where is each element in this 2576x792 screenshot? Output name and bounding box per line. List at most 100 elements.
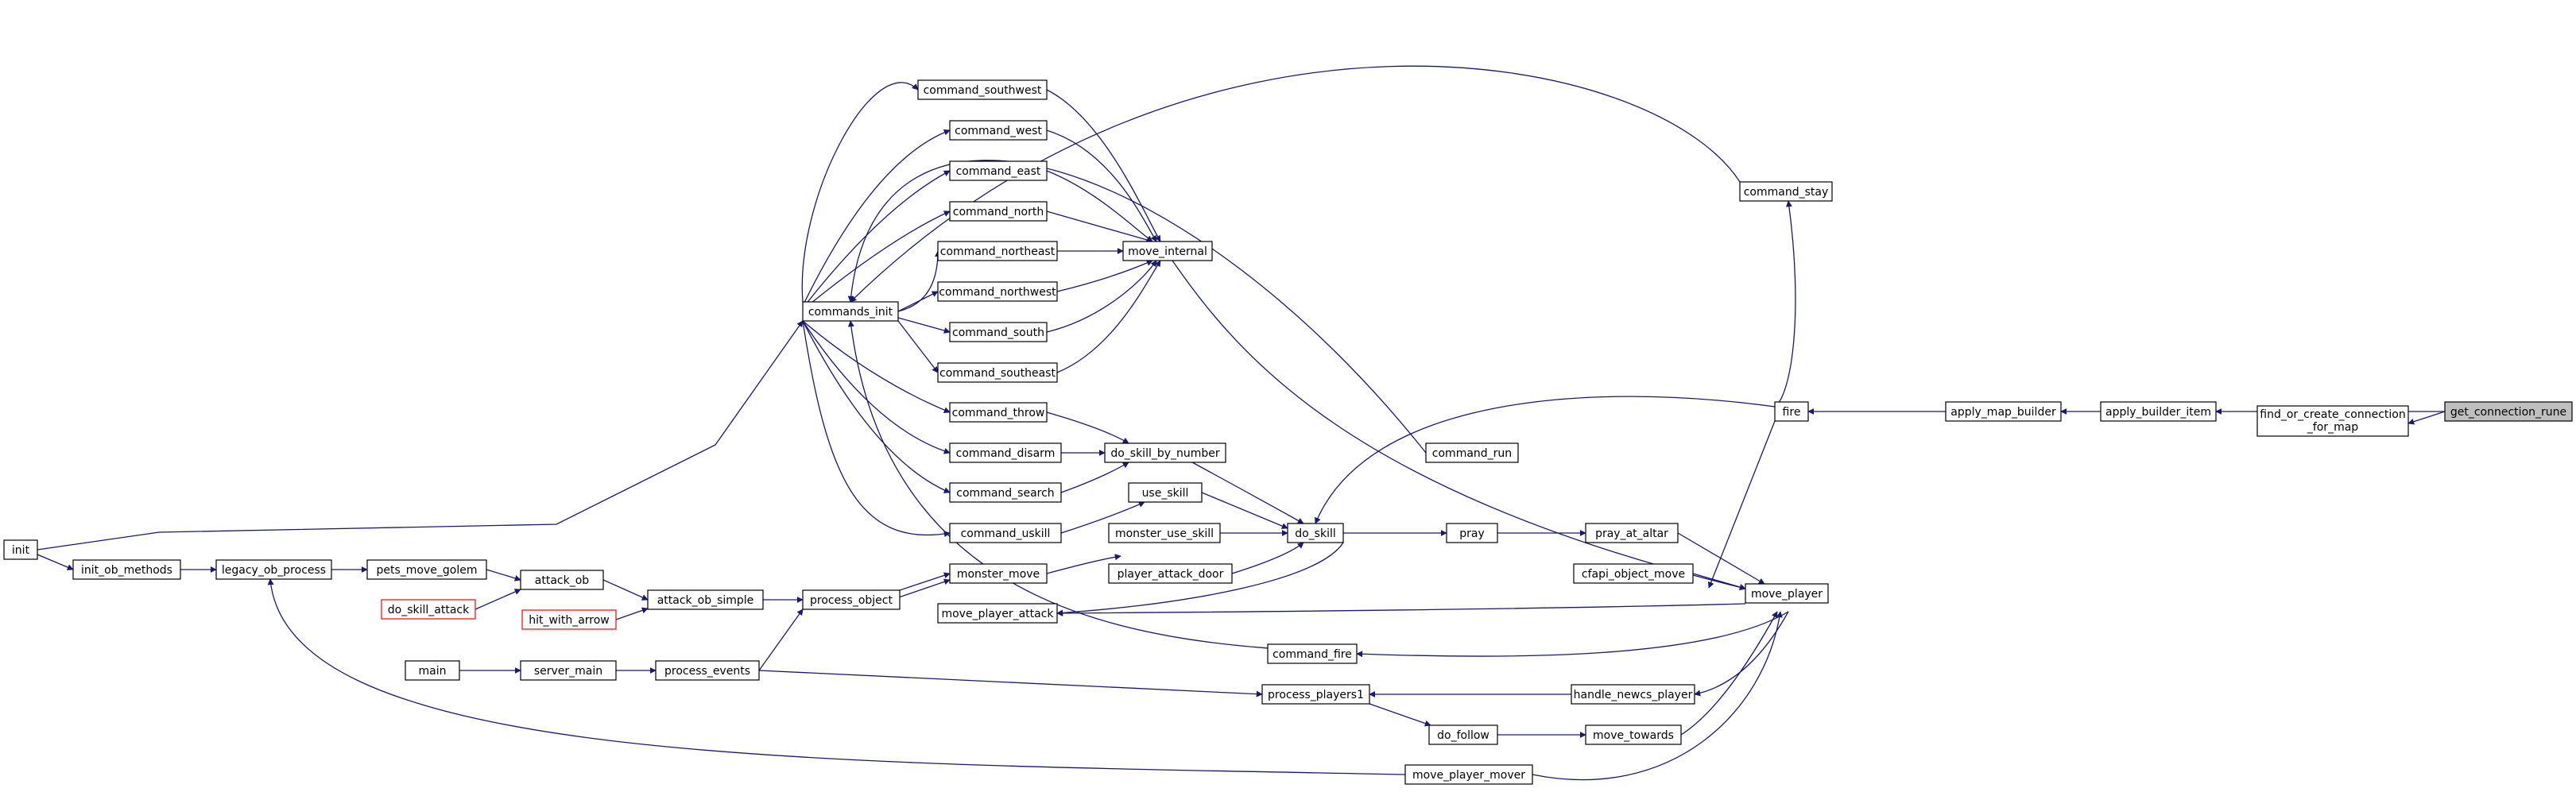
- node-attack-ob[interactable]: attack_ob: [520, 570, 604, 590]
- node-label: command_west: [955, 125, 1042, 137]
- call-edge: [1056, 542, 1344, 616]
- node-command-stay[interactable]: command_stay: [1739, 181, 1833, 202]
- node-label: find_or_create_connection: [2260, 408, 2405, 421]
- node-init-ob-methods[interactable]: init_ob_methods: [72, 559, 181, 580]
- node-label: move_player_attack: [941, 608, 1054, 620]
- call-edge: [1056, 260, 1161, 373]
- node-use-skill[interactable]: use_skill: [1128, 482, 1203, 503]
- node-label: player_attack_door: [1118, 568, 1224, 581]
- node-label: do_skill_attack: [388, 604, 470, 616]
- node-box: [520, 570, 604, 590]
- node-command-south[interactable]: command_south: [949, 322, 1048, 342]
- node-command-southeast[interactable]: command_southeast: [937, 362, 1058, 383]
- node-box: [949, 201, 1048, 222]
- call-edge: [615, 607, 649, 620]
- node-find-or-create-connection-for-map[interactable]: find_or_create_connection_for_map: [2256, 405, 2409, 437]
- node-process-events[interactable]: process_events: [655, 660, 760, 681]
- node-do-follow[interactable]: do_follow: [1428, 724, 1498, 745]
- node-box: [917, 79, 1048, 100]
- node-box: [2256, 405, 2409, 437]
- node-label: command_south: [952, 326, 1044, 339]
- node-label: command_northeast: [940, 245, 1056, 258]
- call-edge: [1201, 492, 1288, 529]
- node-get-connection-rune[interactable]: get_connection_rune: [2444, 401, 2573, 422]
- node-label: legacy_ob_process: [222, 564, 326, 577]
- node-label: apply_builder_item: [2105, 406, 2211, 419]
- node-label: command_uskill: [961, 527, 1051, 540]
- node-label: command_east: [956, 165, 1041, 178]
- node-hit-with-arrow[interactable]: hit_with_arrow: [521, 609, 617, 630]
- node-label: attack_ob: [535, 574, 590, 587]
- node-label: command_southwest: [924, 84, 1042, 97]
- node-box: [949, 563, 1048, 584]
- call-edge: [1056, 260, 1153, 292]
- node-attack-ob-simple[interactable]: attack_ob_simple: [647, 589, 764, 610]
- node-command-north[interactable]: command_north: [949, 201, 1048, 222]
- node-fire[interactable]: fire: [1774, 401, 1809, 422]
- node-box: [1425, 442, 1519, 463]
- node-label: hit_with_arrow: [529, 614, 610, 627]
- node-player-attack-door[interactable]: player_attack_door: [1108, 563, 1233, 584]
- node-command-fire[interactable]: command_fire: [1267, 643, 1358, 664]
- node-process-players1[interactable]: process_players1: [1261, 684, 1370, 705]
- node-box: [1446, 523, 1498, 543]
- node-move-player-attack[interactable]: move_player_attack: [937, 603, 1058, 624]
- node-pets-move-golem[interactable]: pets_move_golem: [366, 559, 487, 580]
- node-command-disarm[interactable]: command_disarm: [949, 442, 1062, 463]
- node-command-west[interactable]: command_west: [949, 120, 1048, 141]
- node-do-skill-by-number[interactable]: do_skill_by_number: [1104, 442, 1226, 463]
- edges: [37, 65, 2446, 781]
- node-box: [937, 603, 1058, 624]
- node-move-player-mover[interactable]: move_player_mover: [1404, 764, 1533, 785]
- node-box: [949, 120, 1048, 141]
- node-command-east[interactable]: command_east: [949, 160, 1048, 181]
- call-edge: [801, 82, 919, 303]
- node-command-northeast[interactable]: command_northeast: [937, 241, 1058, 261]
- node-main[interactable]: main: [405, 660, 460, 681]
- node-label: process_events: [664, 665, 750, 678]
- node-box: [1573, 563, 1694, 584]
- node-box: [949, 160, 1048, 181]
- call-edge: [1356, 611, 1789, 658]
- node-box: [1287, 523, 1344, 543]
- node-command-throw[interactable]: command_throw: [949, 402, 1048, 423]
- node-box: [521, 609, 617, 630]
- call-edge: [267, 578, 1406, 775]
- call-edge: [897, 291, 939, 312]
- node-box: [949, 482, 1062, 503]
- node-move-towards[interactable]: move_towards: [1585, 724, 1682, 745]
- node-pray[interactable]: pray: [1446, 523, 1498, 543]
- call-edge: [802, 129, 951, 307]
- call-edge: [2407, 411, 2446, 425]
- node-box: [937, 241, 1058, 261]
- node-apply-builder-item[interactable]: apply_builder_item: [2100, 401, 2217, 422]
- node-handle-newcs-player[interactable]: handle_newcs_player: [1571, 684, 1695, 705]
- call-edge: [850, 65, 1741, 303]
- node-command-run[interactable]: command_run: [1425, 442, 1519, 463]
- node-move-player[interactable]: move_player: [1745, 583, 1829, 604]
- node-command-search[interactable]: command_search: [949, 482, 1062, 503]
- node-command-uskill[interactable]: command_uskill: [949, 523, 1062, 543]
- node-init[interactable]: init: [3, 539, 38, 560]
- node-apply-map-builder[interactable]: apply_map_builder: [1945, 401, 2062, 422]
- node-monster-use-skill[interactable]: monster_use_skill: [1108, 523, 1221, 543]
- node-command-northwest[interactable]: command_northwest: [937, 281, 1058, 302]
- node-do-skill[interactable]: do_skill: [1287, 523, 1344, 543]
- node-move-internal[interactable]: move_internal: [1122, 241, 1213, 261]
- node-do-skill-attack[interactable]: do_skill_attack: [381, 599, 476, 620]
- node-server-main[interactable]: server_main: [520, 660, 617, 681]
- node-process-object[interactable]: process_object: [802, 589, 901, 610]
- node-command-southwest[interactable]: command_southwest: [917, 79, 1048, 100]
- node-legacy-ob-process[interactable]: legacy_ob_process: [215, 559, 332, 580]
- call-edge: [1774, 200, 1796, 408]
- node-pray-at-altar[interactable]: pray_at_altar: [1585, 523, 1679, 543]
- node-commands-init[interactable]: commands_init: [802, 301, 899, 322]
- node-label: process_object: [810, 594, 893, 607]
- call-edge: [1315, 396, 1776, 524]
- call-edge: [475, 589, 521, 610]
- call-edge: [1369, 703, 1431, 727]
- node-cfapi-object-move[interactable]: cfapi_object_move: [1573, 563, 1694, 584]
- node-box: [3, 539, 38, 560]
- node-monster-move[interactable]: monster_move: [949, 563, 1048, 584]
